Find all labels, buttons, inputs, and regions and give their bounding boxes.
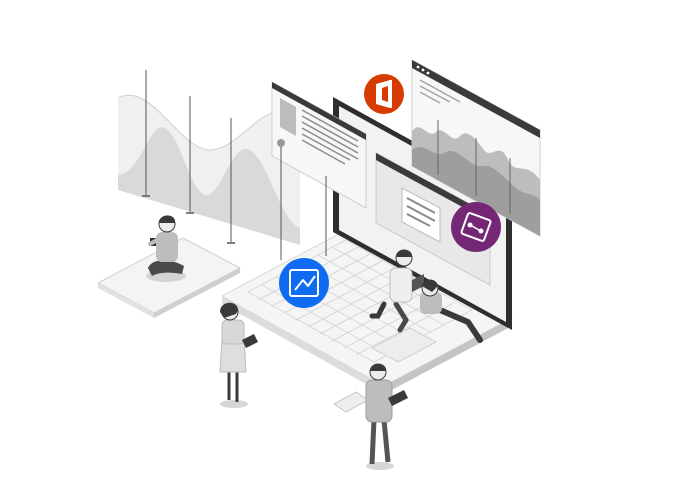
person-standing-with-laptop [333, 363, 408, 470]
background-wave-chart [117, 70, 301, 245]
floating-document-panel [271, 81, 367, 260]
power-apps-icon [451, 202, 501, 252]
power-automate-icon [279, 258, 329, 308]
person-sitting-on-laptop [369, 249, 424, 333]
person-sitting-on-mat [146, 215, 186, 282]
person-lying-on-laptop [420, 279, 483, 343]
floating-chart-panel [411, 59, 541, 237]
laptop-screen [333, 97, 512, 330]
person-standing-with-tablet [219, 302, 258, 408]
screen-app-window [375, 152, 491, 286]
office-icon [364, 74, 404, 114]
